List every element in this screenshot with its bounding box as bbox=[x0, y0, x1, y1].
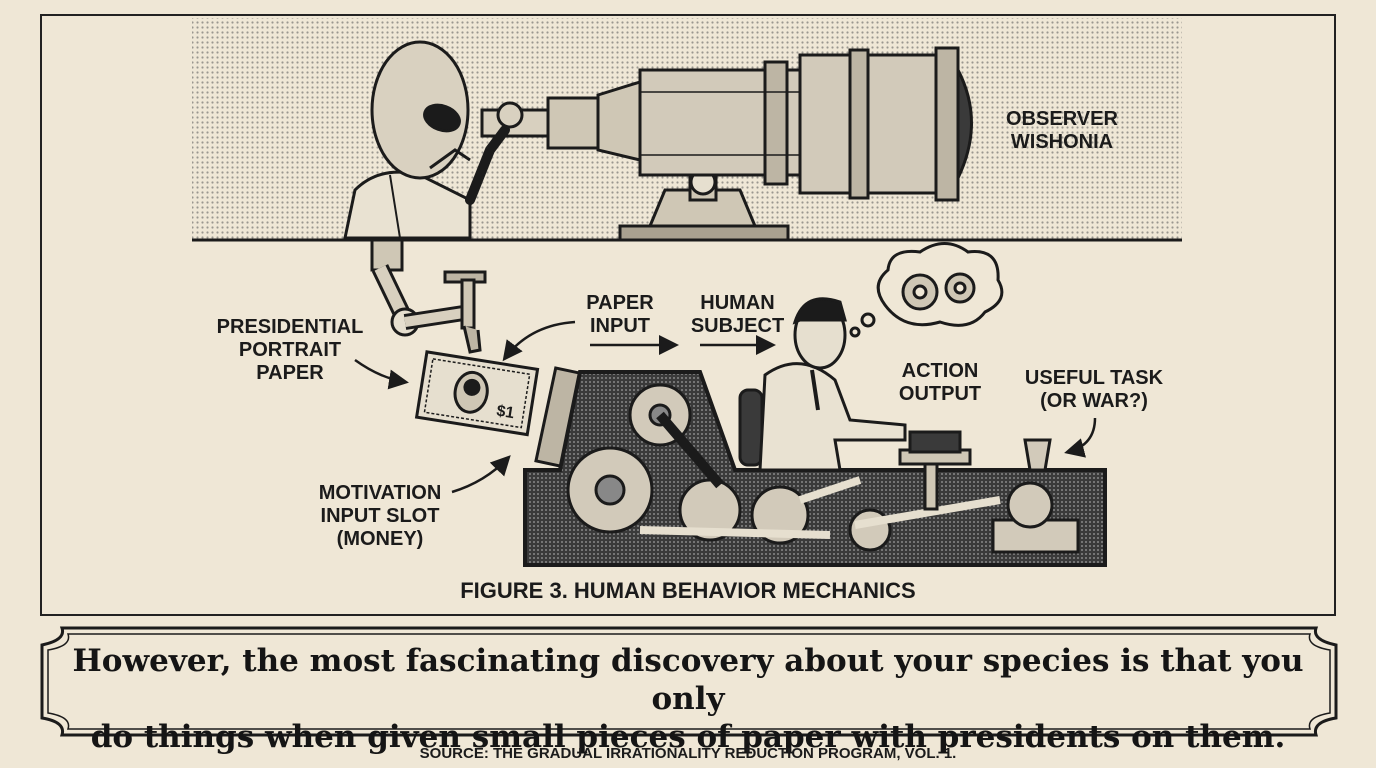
label-action-output: ACTION OUTPUT bbox=[898, 360, 982, 405]
label-observer: OBSERVER WISHONIA bbox=[1006, 108, 1118, 153]
annotation-arrows bbox=[354, 320, 1097, 494]
source-citation: SOURCE: THE GRADUAL IRRATIONALITY REDUCT… bbox=[419, 745, 957, 762]
bill-value: $1 bbox=[495, 403, 515, 423]
thought-bubble bbox=[849, 242, 1004, 338]
dollar-bill bbox=[414, 350, 540, 437]
banner-quote: However, the most fascinating discovery … bbox=[72, 643, 1304, 755]
mechanical-arm bbox=[370, 238, 487, 354]
label-human-subject: HUMAN SUBJECT bbox=[690, 292, 785, 337]
label-motivation-slot: MOTIVATION INPUT SLOT (MONEY) bbox=[318, 482, 442, 550]
human-subject bbox=[738, 297, 907, 472]
figure-frame bbox=[40, 14, 1336, 616]
label-paper-input: PAPER INPUT bbox=[586, 292, 654, 337]
label-presidential-paper: PRESIDENTIAL PORTRAIT PAPER bbox=[216, 316, 364, 384]
alien-observer bbox=[343, 40, 524, 240]
figure-caption: FIGURE 3. HUMAN BEHAVIOR MECHANICS bbox=[460, 578, 916, 603]
behavior-machine bbox=[523, 366, 1107, 567]
label-useful-task: USEFUL TASK (OR WAR?) bbox=[1024, 367, 1164, 412]
